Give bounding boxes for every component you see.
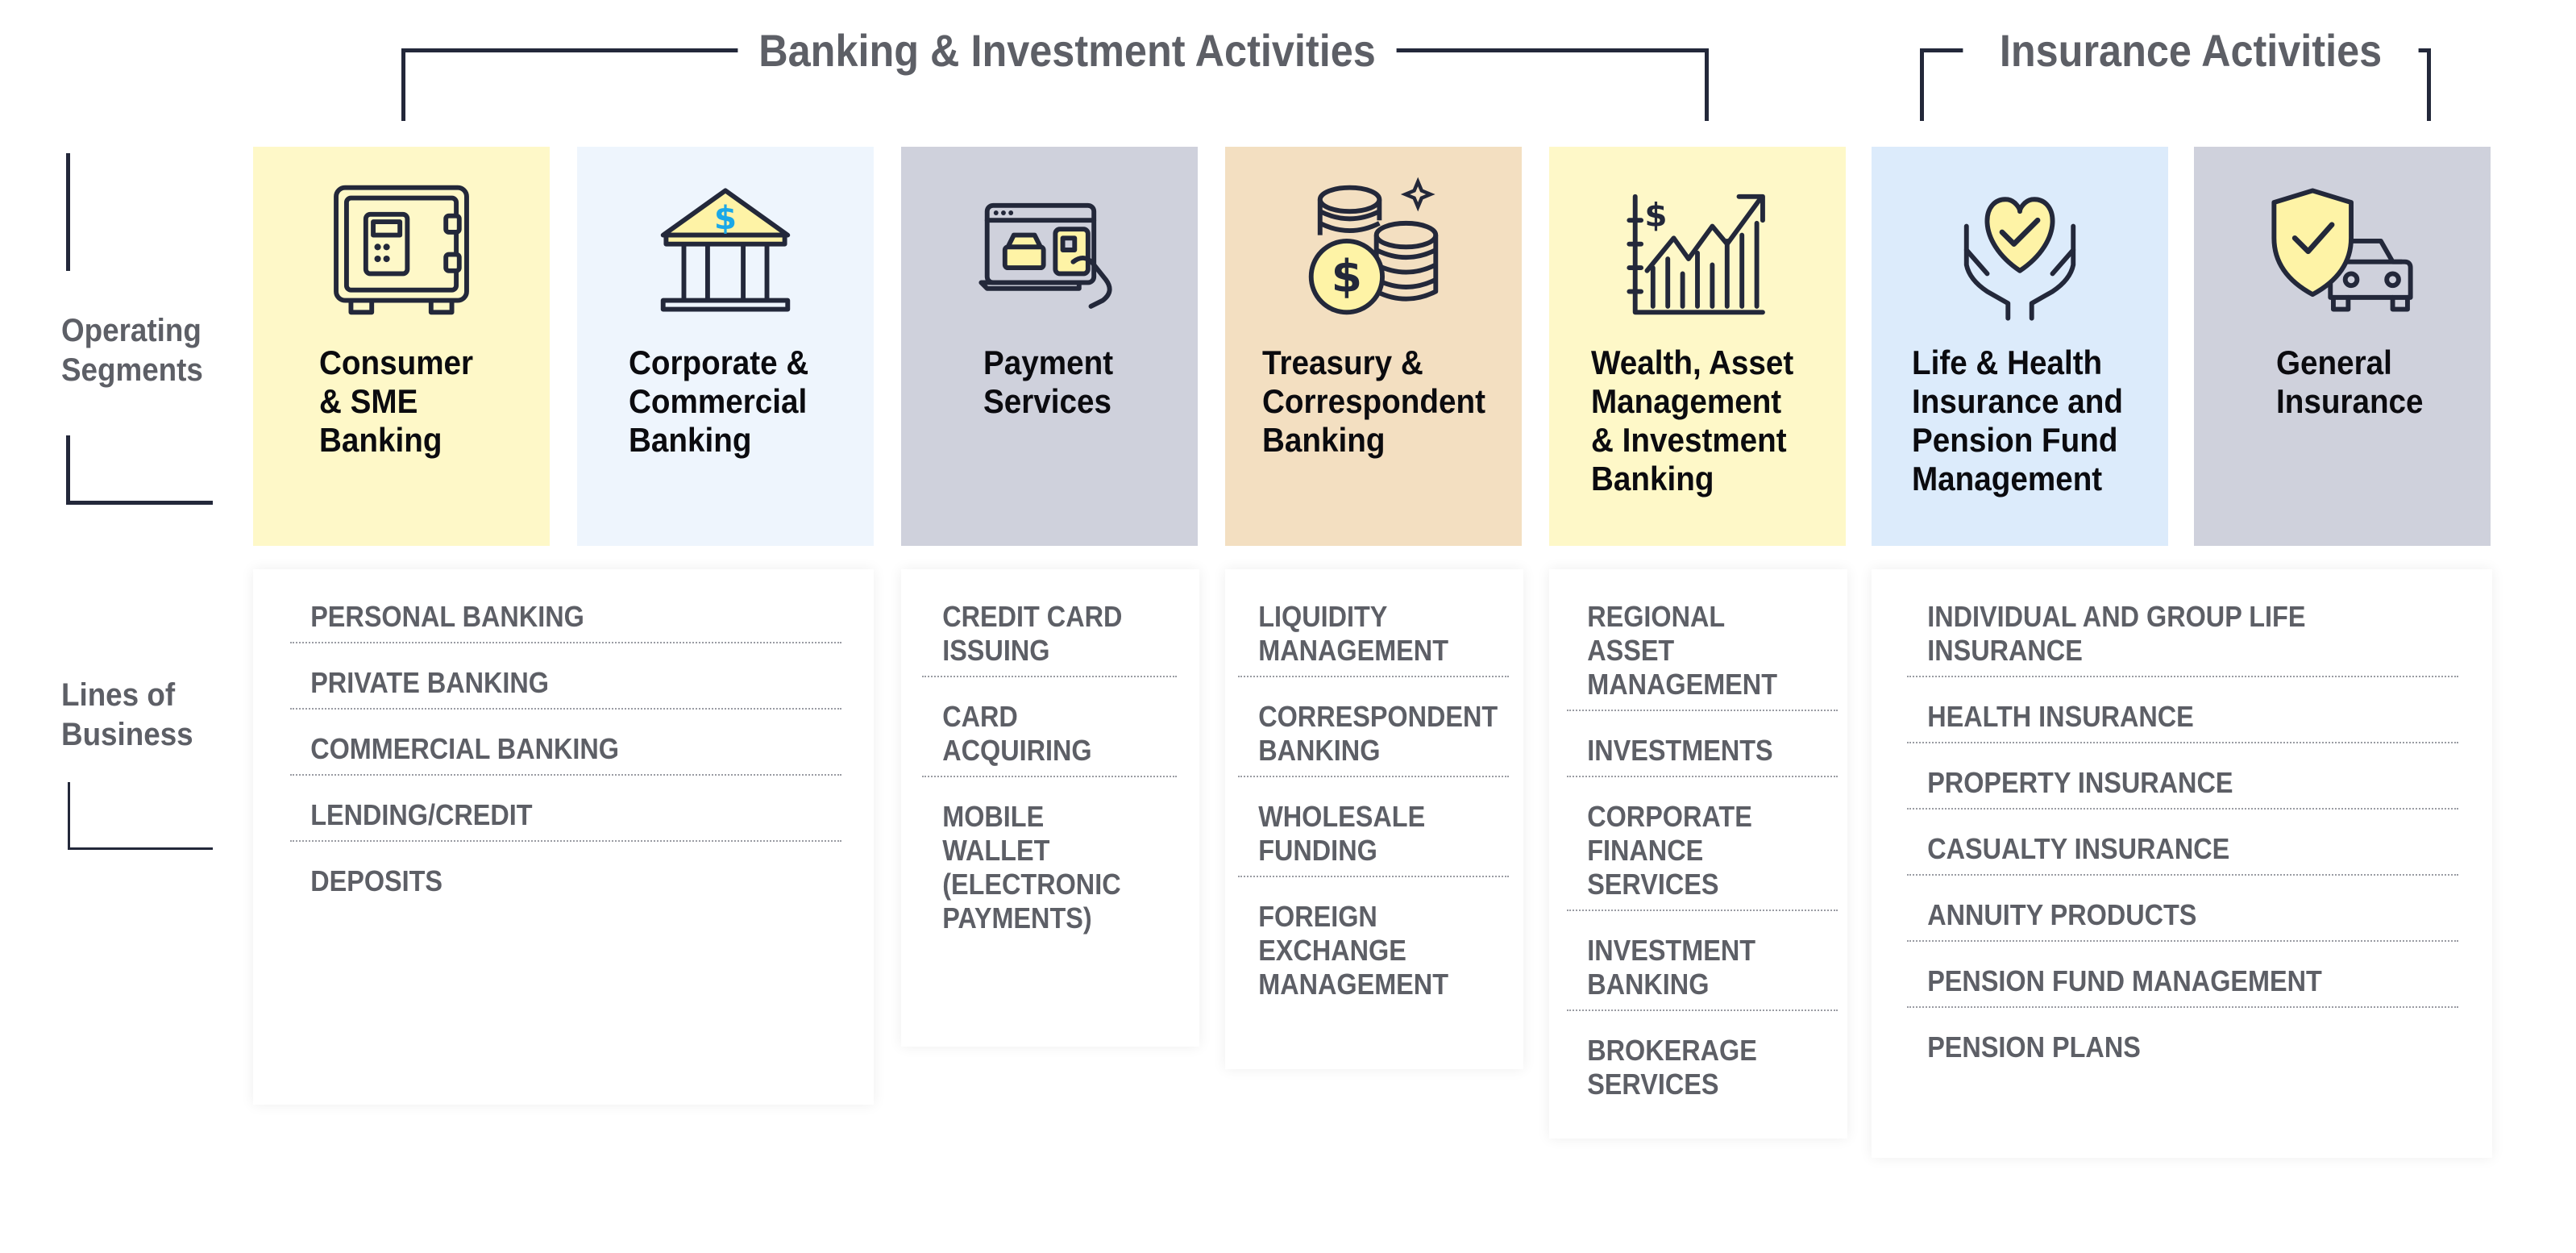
segment-title-general: General Insurance <box>2276 343 2424 420</box>
lob-item: INVESTMENTS <box>1587 734 1773 767</box>
lob-row: WHOLESALE FUNDING <box>1238 800 1509 877</box>
lob-item: COMMERCIAL BANKING <box>310 732 619 765</box>
lob-item: DEPOSITS <box>310 864 443 897</box>
lob-row: FOREIGN EXCHANGE MANAGEMENT <box>1238 900 1509 1009</box>
lob-row: INVESTMENTS <box>1567 734 1838 777</box>
lob-item: PENSION FUND MANAGEMENT <box>1927 964 2322 997</box>
segment-tile-consumer[interactable]: Consumer & SME Banking <box>253 147 550 546</box>
segment-tile-corporate[interactable]: $ Corporate & Commercial Banking <box>577 147 874 546</box>
operating-segments-label: Operating Segments <box>61 313 203 388</box>
segment-tile-life[interactable]: Life & Health Insurance and Pension Fund… <box>1872 147 2168 546</box>
lob-row: PROPERTY INSURANCE <box>1907 766 2458 810</box>
heart-hands-icon <box>1963 197 2076 321</box>
lob-item: CASUALTY INSURANCE <box>1927 832 2230 865</box>
lob-bracket-h <box>68 847 213 850</box>
lob-list-insurance: INDIVIDUAL AND GROUP LIFE INSURANCE HEALT… <box>1907 600 2458 1072</box>
svg-text:$: $ <box>1332 252 1362 303</box>
lob-list-treasury: LIQUIDITY MANAGEMENT CORRESPONDENT BANKIN… <box>1238 600 1509 1009</box>
lob-list-payment: CREDIT CARD ISSUING CARD ACQUIRING MOBILE … <box>922 600 1177 943</box>
lob-row: CREDIT CARD ISSUING <box>922 600 1177 677</box>
lob-list-banking: PERSONAL BANKING PRIVATE BANKING COMMERCIA… <box>290 600 841 906</box>
lob-panel-banking: PERSONAL BANKING PRIVATE BANKING COMMERCIA… <box>253 569 874 1105</box>
operating-segments-bracket-bottom-h <box>66 501 213 505</box>
lob-item: HEALTH INSURANCE <box>1927 700 2194 733</box>
lob-panel-wealth: REGIONAL ASSET MANAGEMENT INVESTMENTS CORP… <box>1549 569 1847 1139</box>
svg-text:$: $ <box>1644 196 1667 235</box>
lob-row: BROKERAGE SERVICES <box>1567 1034 1838 1109</box>
bank-building-icon: $ <box>660 188 791 312</box>
lob-row: ANNUITY PRODUCTS <box>1907 898 2458 942</box>
lob-panel-treasury: LIQUIDITY MANAGEMENT CORRESPONDENT BANKIN… <box>1225 569 1523 1069</box>
lob-item: PENSION PLANS <box>1927 1030 2141 1064</box>
lob-item: ANNUITY PRODUCTS <box>1927 898 2197 931</box>
online-payment-icon <box>978 202 1112 309</box>
lob-row: INDIVIDUAL AND GROUP LIFE INSURANCE <box>1907 600 2458 677</box>
lob-item: FOREIGN EXCHANGE MANAGEMENT <box>1258 900 1448 1001</box>
lines-of-business-label: Lines of Business <box>61 677 193 752</box>
lob-item: INVESTMENT BANKING <box>1587 934 1756 1001</box>
segment-tile-wealth[interactable]: $ Wealth, Asset Management & Investment … <box>1549 147 1846 546</box>
lob-item: REGIONAL ASSET MANAGEMENT <box>1587 600 1777 701</box>
shield-car-icon <box>2271 188 2413 312</box>
lob-item: CARD ACQUIRING <box>942 700 1092 767</box>
segment-title-treasury: Treasury & Correspondent Banking <box>1262 343 1485 459</box>
lob-item: PRIVATE BANKING <box>310 666 550 699</box>
insurance-group-title: Insurance Activities <box>1963 23 2419 77</box>
coins-stack-icon: $ <box>1308 177 1439 315</box>
lob-row: CARD ACQUIRING <box>922 700 1177 777</box>
lob-bracket-v <box>68 782 70 850</box>
lob-panel-insurance: INDIVIDUAL AND GROUP LIFE INSURANCE HEALT… <box>1872 569 2492 1158</box>
operating-segments-bracket-bottom-v <box>66 435 70 505</box>
lob-item: BROKERAGE SERVICES <box>1587 1034 1757 1101</box>
svg-text:$: $ <box>714 198 737 237</box>
lob-item: PERSONAL BANKING <box>310 600 584 633</box>
lob-row: CORPORATE FINANCE SERVICES <box>1567 800 1838 911</box>
lob-item: MOBILE WALLET (ELECTRONIC PAYMENTS) <box>942 800 1121 935</box>
segment-tile-treasury[interactable]: $ Treasury & Correspondent Banking <box>1225 147 1522 546</box>
lob-row: PERSONAL BANKING <box>290 600 841 643</box>
lob-item: PROPERTY INSURANCE <box>1927 766 2233 799</box>
safe-icon <box>334 185 469 315</box>
lob-row: DEPOSITS <box>290 864 841 906</box>
operating-segments-bracket-top <box>66 153 70 271</box>
lob-row: COMMERCIAL BANKING <box>290 732 841 776</box>
lob-item: CORPORATE FINANCE SERVICES <box>1587 800 1752 901</box>
lob-item: CREDIT CARD ISSUING <box>942 600 1123 667</box>
growth-chart-icon: $ <box>1627 194 1765 315</box>
lob-row: HEALTH INSURANCE <box>1907 700 2458 743</box>
lob-list-wealth: REGIONAL ASSET MANAGEMENT INVESTMENTS CORP… <box>1567 600 1838 1109</box>
lob-row: PENSION PLANS <box>1907 1030 2458 1072</box>
lob-item: INDIVIDUAL AND GROUP LIFE INSURANCE <box>1927 600 2306 667</box>
segment-tile-payment[interactable]: Payment Services <box>901 147 1198 546</box>
lob-row: CORRESPONDENT BANKING <box>1238 700 1509 777</box>
lob-row: PENSION FUND MANAGEMENT <box>1907 964 2458 1008</box>
lob-row: PRIVATE BANKING <box>290 666 841 710</box>
lob-row: LENDING/CREDIT <box>290 798 841 842</box>
lob-item: CORRESPONDENT BANKING <box>1258 700 1498 767</box>
segment-title-wealth: Wealth, Asset Management & Investment Ba… <box>1591 343 1794 497</box>
lob-row: MOBILE WALLET (ELECTRONIC PAYMENTS) <box>922 800 1177 943</box>
segment-title-consumer: Consumer & SME Banking <box>319 343 474 459</box>
segment-title-payment: Payment Services <box>983 343 1114 420</box>
banking-group-title: Banking & Investment Activities <box>737 23 1397 77</box>
segment-title-life: Life & Health Insurance and Pension Fund… <box>1912 343 2123 497</box>
lob-item: LIQUIDITY MANAGEMENT <box>1258 600 1448 667</box>
segment-title-corporate: Corporate & Commercial Banking <box>629 343 809 459</box>
lob-row: CASUALTY INSURANCE <box>1907 832 2458 876</box>
lob-row: INVESTMENT BANKING <box>1567 934 1838 1011</box>
lob-item: WHOLESALE FUNDING <box>1258 800 1426 867</box>
lob-item: LENDING/CREDIT <box>310 798 533 831</box>
segment-tile-general[interactable]: General Insurance <box>2194 147 2491 546</box>
lob-row: LIQUIDITY MANAGEMENT <box>1238 600 1509 677</box>
lob-row: REGIONAL ASSET MANAGEMENT <box>1567 600 1838 711</box>
lob-panel-payment: CREDIT CARD ISSUING CARD ACQUIRING MOBILE … <box>901 569 1199 1047</box>
